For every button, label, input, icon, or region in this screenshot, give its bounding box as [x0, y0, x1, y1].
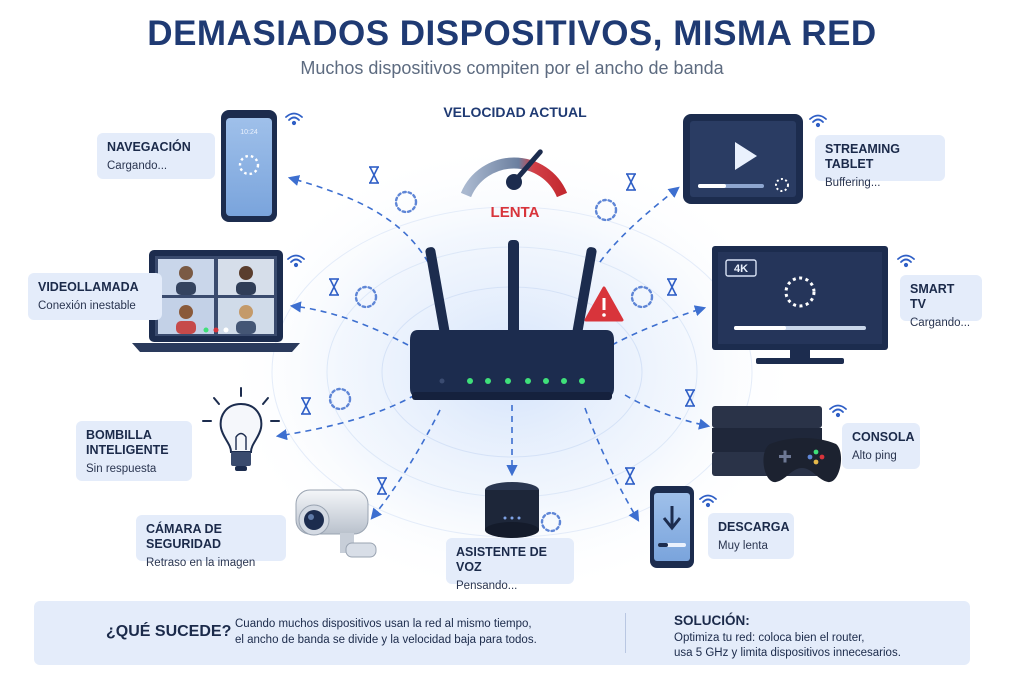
wifi-icon [897, 254, 915, 268]
hourglass-icon [301, 397, 311, 415]
solution-title: SOLUCIÓN: [674, 613, 750, 628]
spinner-icon [775, 178, 789, 192]
smart-speaker [485, 482, 539, 538]
device-status: Retraso en la imagen [146, 557, 256, 569]
wifi-icons [285, 112, 915, 508]
laptop [132, 250, 300, 352]
device-name: DESCARGA [718, 520, 790, 534]
arrow-to-bombilla [275, 394, 416, 441]
device-status: Alto ping [852, 450, 897, 462]
spinner-icon [630, 285, 654, 309]
arrow-to-videollamada [289, 301, 409, 346]
phone-clock: 10:24 [240, 129, 258, 136]
speedometer [460, 149, 568, 198]
device-status: Conexión inestable [38, 300, 136, 312]
spinner-icon [394, 190, 418, 214]
page-title: DEMASIADOS DISPOSITIVOS, MISMA RED [147, 14, 877, 53]
what-happens-text-line2: el ancho de banda se divide y la velocid… [235, 634, 537, 646]
device-status: Muy lenta [718, 540, 768, 552]
solution-text-line2: usa 5 GHz y limita dispositivos innecesa… [674, 647, 901, 659]
hourglass-icon [667, 278, 677, 296]
page-subtitle: Muchos dispositivos compiten por el anch… [300, 58, 724, 78]
download-phone [650, 486, 694, 568]
device-label-descarga: DESCARGA Muy lenta [708, 513, 794, 559]
arrow-to-smarttv [611, 305, 707, 346]
wifi-icon [699, 494, 717, 508]
device-name: STREAMING TABLET [825, 142, 900, 171]
speedometer-title: VELOCIDAD ACTUAL [443, 104, 587, 120]
speedometer-status: LENTA [490, 204, 540, 221]
device-label-smart-tv: SMART TV Cargando... [900, 275, 982, 329]
device-name: NAVEGACIÓN [107, 140, 191, 154]
what-happens-text-line1: Cuando muchos dispositivos usan la red a… [235, 618, 532, 630]
device-name: CÁMARA DE SEGURIDAD [146, 522, 222, 551]
smartphone: 10:24 [221, 110, 277, 222]
warning-icon [584, 286, 624, 322]
spinner-icon [238, 154, 260, 176]
panel-divider [625, 613, 626, 653]
device-status: Buffering... [825, 177, 881, 189]
hourglass-icon [626, 173, 636, 191]
wifi-icon [809, 114, 827, 128]
hourglass-icon [329, 278, 339, 296]
arrow-to-descarga [584, 407, 640, 522]
game-console [712, 406, 842, 483]
router [410, 240, 614, 400]
hourglass-icons [301, 166, 695, 495]
device-name: VIDEOLLAMADA [38, 280, 139, 294]
device-label-camara: CÁMARA DE SEGURIDAD Retraso en la imagen [136, 515, 286, 569]
smart-tv: 4K [712, 246, 888, 364]
arrow-to-consola [624, 394, 711, 430]
device-name: ASISTENTE DE VOZ [456, 545, 547, 574]
device-label-navegacion: NAVEGACIÓN Cargando... [97, 133, 215, 179]
spinner-icon [594, 198, 618, 222]
device-label-consola: CONSOLA Alto ping [842, 423, 920, 469]
spinner-icon [328, 387, 352, 411]
device-name: SMART TV [910, 282, 955, 311]
device-label-streaming-tablet: STREAMING TABLET Buffering... [815, 135, 945, 189]
play-icon [735, 142, 757, 170]
solution-text-line1: Optimiza tu red: coloca bien el router, [674, 632, 865, 644]
spinner-icon [784, 276, 816, 308]
arrow-to-camara [370, 409, 441, 520]
hourglass-icon [377, 477, 387, 495]
security-camera [295, 489, 377, 558]
device-status: Cargando... [107, 160, 168, 172]
wifi-icon [285, 112, 303, 126]
tv-4k-badge: 4K [734, 263, 748, 275]
spinner-icon [540, 511, 562, 533]
device-label-bombilla: BOMBILLA INTELIGENTE Sin respuesta [76, 421, 192, 481]
device-name-line1: BOMBILLA [86, 428, 152, 442]
device-status: Cargando... [910, 317, 971, 329]
info-panel: ¿QUÉ SUCEDE? Cuando muchos dispositivos … [34, 601, 970, 665]
hourglass-icon [369, 166, 379, 184]
hourglass-icon [685, 389, 695, 407]
device-label-videollamada: VIDEOLLAMADA Conexión inestable [28, 273, 162, 320]
wifi-icon [287, 254, 305, 268]
wifi-icon [829, 404, 847, 418]
arrow-to-navegacion [287, 175, 429, 263]
loading-spinners [328, 190, 654, 533]
device-name-line2: INTELIGENTE [86, 443, 169, 457]
hourglass-icon [625, 467, 635, 485]
bulb-icon [202, 387, 280, 471]
device-name: CONSOLA [852, 430, 915, 444]
spinner-icon [354, 285, 378, 309]
tablet [683, 114, 803, 204]
device-status: Sin respuesta [86, 463, 157, 475]
connection-arrows [275, 175, 711, 522]
what-happens-title: ¿QUÉ SUCEDE? [106, 623, 232, 640]
device-label-asistente: ASISTENTE DE VOZ Pensando... [446, 538, 574, 592]
device-status: Pensando... [456, 580, 518, 592]
